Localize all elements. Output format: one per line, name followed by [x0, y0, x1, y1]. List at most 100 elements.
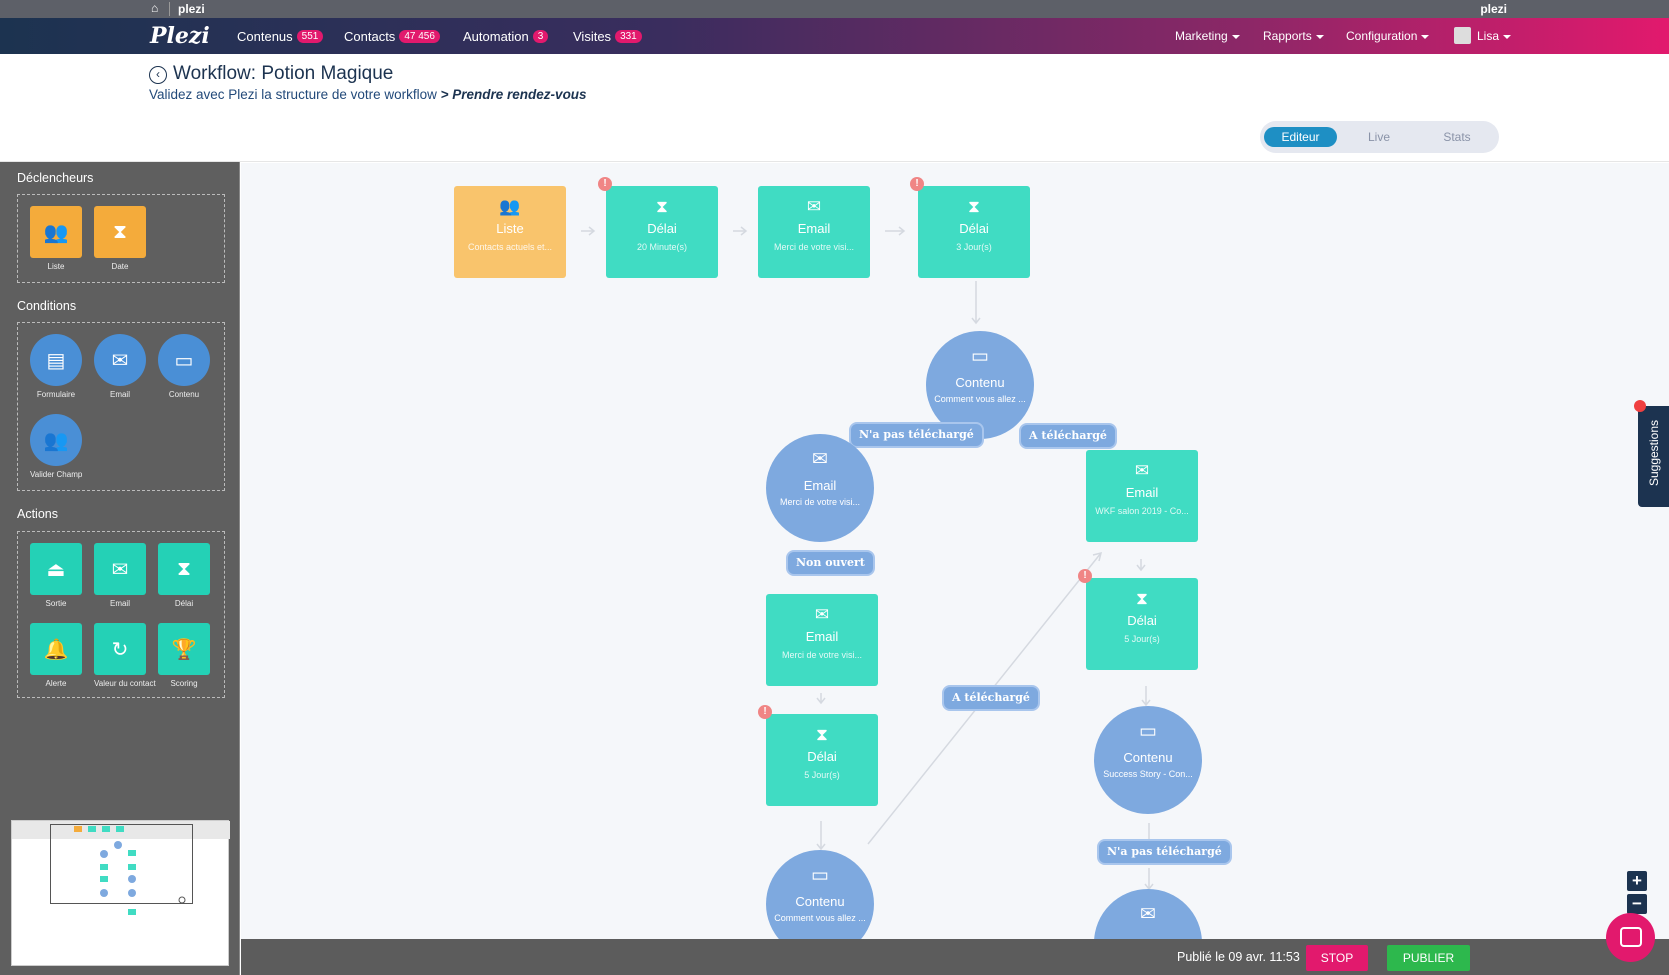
publish-button[interactable]: PUBLIER: [1387, 945, 1470, 971]
tool-email-condition[interactable]: ✉Email: [94, 334, 146, 399]
tab-stats[interactable]: Stats: [1443, 130, 1471, 144]
chat-icon: [1620, 927, 1642, 947]
tool-scoring[interactable]: 🏆Scoring: [158, 623, 210, 688]
node-title: Contenu: [1123, 750, 1173, 765]
plezi-logo[interactable]: Plezi: [150, 23, 210, 49]
warning-icon[interactable]: !: [910, 177, 924, 191]
tool-label: Alerte: [45, 679, 67, 688]
branch-label-downloaded-2[interactable]: A téléchargé: [942, 685, 1040, 711]
tool-liste[interactable]: 👥Liste: [30, 206, 82, 271]
tool-label: Sortie: [45, 599, 67, 608]
tool-valeur-contact[interactable]: ↻Valeur du contact: [94, 623, 156, 688]
bell-icon: 🔔: [30, 623, 82, 675]
breadcrumb: Validez avec Plezi la structure de votre…: [149, 87, 587, 102]
nav-label: Contenus: [237, 29, 293, 44]
suggestions-label: Suggestions: [1647, 419, 1661, 487]
tool-contenu[interactable]: ▭Contenu: [158, 334, 210, 399]
breadcrumb-current[interactable]: > Prendre rendez-vous: [440, 87, 587, 102]
branch-label-downloaded[interactable]: A téléchargé: [1019, 423, 1117, 449]
minimap-preview: [74, 826, 186, 915]
minimap[interactable]: [11, 820, 230, 966]
view-switcher: Editeur Live Stats: [1260, 121, 1499, 153]
hourglass-icon: ⧗: [158, 543, 210, 595]
tool-label: Délai: [174, 599, 194, 608]
tool-delai[interactable]: ⧗ Délai: [158, 543, 210, 608]
caret-down-icon: [1315, 34, 1324, 39]
node-subtitle: Merci de votre visi...: [773, 242, 855, 252]
menu-label: Configuration: [1346, 29, 1418, 43]
node-subtitle: 5 Jour(s): [804, 770, 840, 780]
suggestions-tab[interactable]: Suggestions: [1634, 400, 1669, 507]
node-title: Délai: [647, 221, 677, 236]
tab-live[interactable]: Live: [1367, 130, 1390, 144]
tool-label: Contenu: [168, 390, 200, 399]
hourglass-icon: ⧗: [94, 206, 146, 258]
tool-date[interactable]: ⧗Date: [94, 206, 146, 271]
branch-label-not-downloaded[interactable]: N'a pas téléchargé: [849, 422, 984, 448]
node-subtitle: Comment vous allez ...: [774, 913, 866, 923]
node-title: Liste: [496, 221, 524, 236]
tool-formulaire[interactable]: ▤Formulaire: [30, 334, 82, 399]
chat-launcher[interactable]: [1606, 913, 1655, 962]
book-icon: ▭: [971, 346, 989, 367]
hourglass-icon: ⧗: [1136, 589, 1148, 608]
stop-button[interactable]: STOP: [1306, 945, 1368, 971]
branch-label-not-downloaded-2[interactable]: N'a pas téléchargé: [1097, 839, 1232, 865]
avatar[interactable]: [1454, 27, 1471, 44]
menu-label: Lisa: [1477, 29, 1500, 43]
hourglass-icon: ⧗: [968, 197, 980, 216]
menu-configuration[interactable]: Configuration: [1346, 29, 1430, 43]
branch-label-not-opened[interactable]: Non ouvert: [786, 550, 875, 576]
connectors: [581, 226, 1154, 891]
zoom-out-button[interactable]: −: [1627, 894, 1647, 914]
count-badge: 331: [615, 30, 642, 43]
envelope-gear-icon: ✉: [1140, 904, 1156, 925]
users-icon: 👥: [30, 206, 82, 258]
caret-down-icon: [1503, 34, 1512, 39]
trophy-icon: 🏆: [158, 623, 210, 675]
node-title: Email: [805, 629, 839, 644]
window-title: plezi: [178, 2, 205, 16]
node-title: Contenu: [955, 375, 1005, 390]
minimap-viewport[interactable]: [50, 824, 193, 904]
menu-marketing[interactable]: Marketing: [1175, 29, 1240, 43]
node-subtitle: WKF salon 2019 - Co...: [1095, 506, 1189, 516]
zoom-in-button[interactable]: +: [1627, 871, 1647, 891]
back-icon[interactable]: ‹: [149, 66, 167, 84]
warning-icon[interactable]: !: [758, 705, 772, 719]
menu-rapports[interactable]: Rapports: [1263, 29, 1324, 43]
tool-sortie[interactable]: ⏏Sortie: [30, 543, 82, 608]
warning-icon[interactable]: !: [1078, 569, 1092, 583]
warning-icon[interactable]: !: [598, 177, 612, 191]
home-icon[interactable]: ⌂: [151, 1, 159, 15]
envelope-gear-icon: ✉: [94, 334, 146, 386]
tool-valider-champ[interactable]: 👥Valider Champ: [30, 414, 82, 479]
tool-label: Email: [109, 599, 130, 608]
users-icon: 👥: [30, 414, 82, 466]
tool-email-action[interactable]: ✉Email: [94, 543, 146, 608]
node-subtitle: 3 Jour(s): [956, 242, 992, 252]
menu-user[interactable]: Lisa: [1477, 29, 1512, 43]
tool-label: Formulaire: [36, 390, 76, 399]
conditions-heading: Conditions: [17, 299, 77, 313]
triggers-heading: Déclencheurs: [17, 171, 94, 185]
tool-alerte[interactable]: 🔔 Alerte: [30, 623, 82, 688]
tab-editeur[interactable]: Editeur: [1264, 127, 1337, 147]
